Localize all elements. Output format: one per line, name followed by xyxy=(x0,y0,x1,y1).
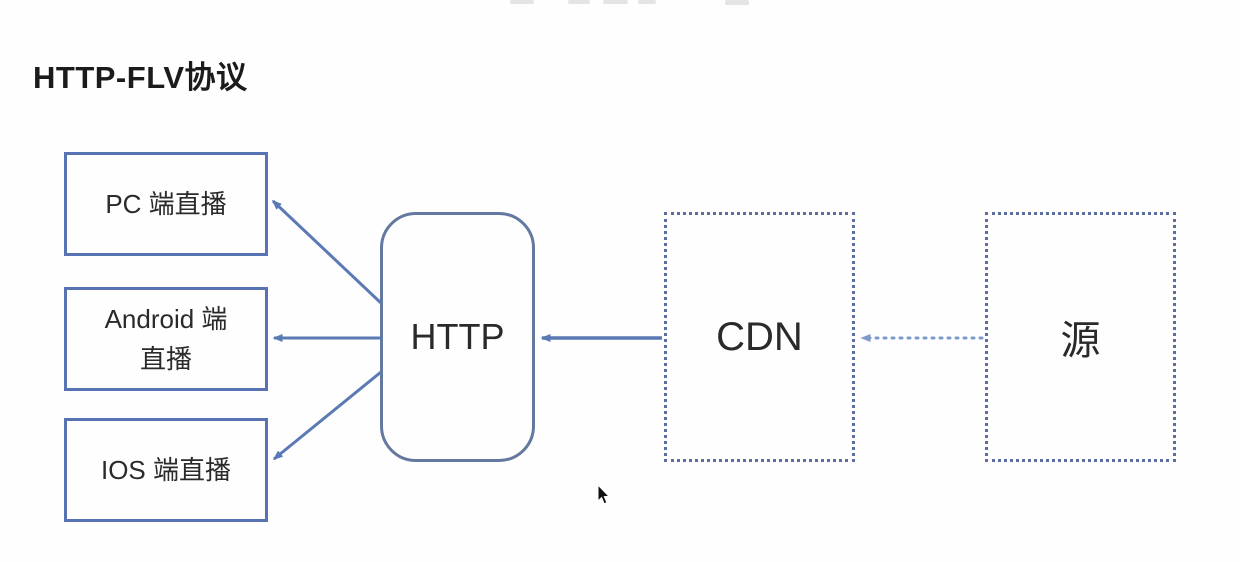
node-http: HTTP xyxy=(380,212,535,462)
arrow-http-to-pc xyxy=(271,199,383,305)
node-cdn: CDN xyxy=(664,212,855,462)
node-cdn-label: CDN xyxy=(716,314,803,359)
clipped-text-fragment xyxy=(510,0,534,4)
node-ios-live: IOS 端直播 xyxy=(64,418,268,522)
node-android-live-label-line1: Android 端 xyxy=(104,303,228,334)
page-title: HTTP-FLV协议 xyxy=(33,60,248,95)
clipped-text-fragment xyxy=(568,0,590,4)
node-ios-live-label: IOS 端直播 xyxy=(100,454,231,485)
arrow-http-to-ios xyxy=(272,370,382,461)
node-android-live: Android 端 直播 xyxy=(64,287,268,391)
clipped-text-fragment xyxy=(725,0,749,5)
node-http-label: HTTP xyxy=(410,316,505,357)
clipped-text-fragment xyxy=(638,0,656,4)
node-source-label: 源 xyxy=(1060,319,1101,363)
node-pc-live: PC 端直播 xyxy=(64,152,268,256)
clipped-text-fragment xyxy=(603,0,628,4)
node-source: 源 xyxy=(985,212,1176,462)
mouse-cursor-icon xyxy=(597,484,610,505)
node-pc-live-label: PC 端直播 xyxy=(105,188,227,219)
node-android-live-label-line2: 直播 xyxy=(139,344,192,374)
